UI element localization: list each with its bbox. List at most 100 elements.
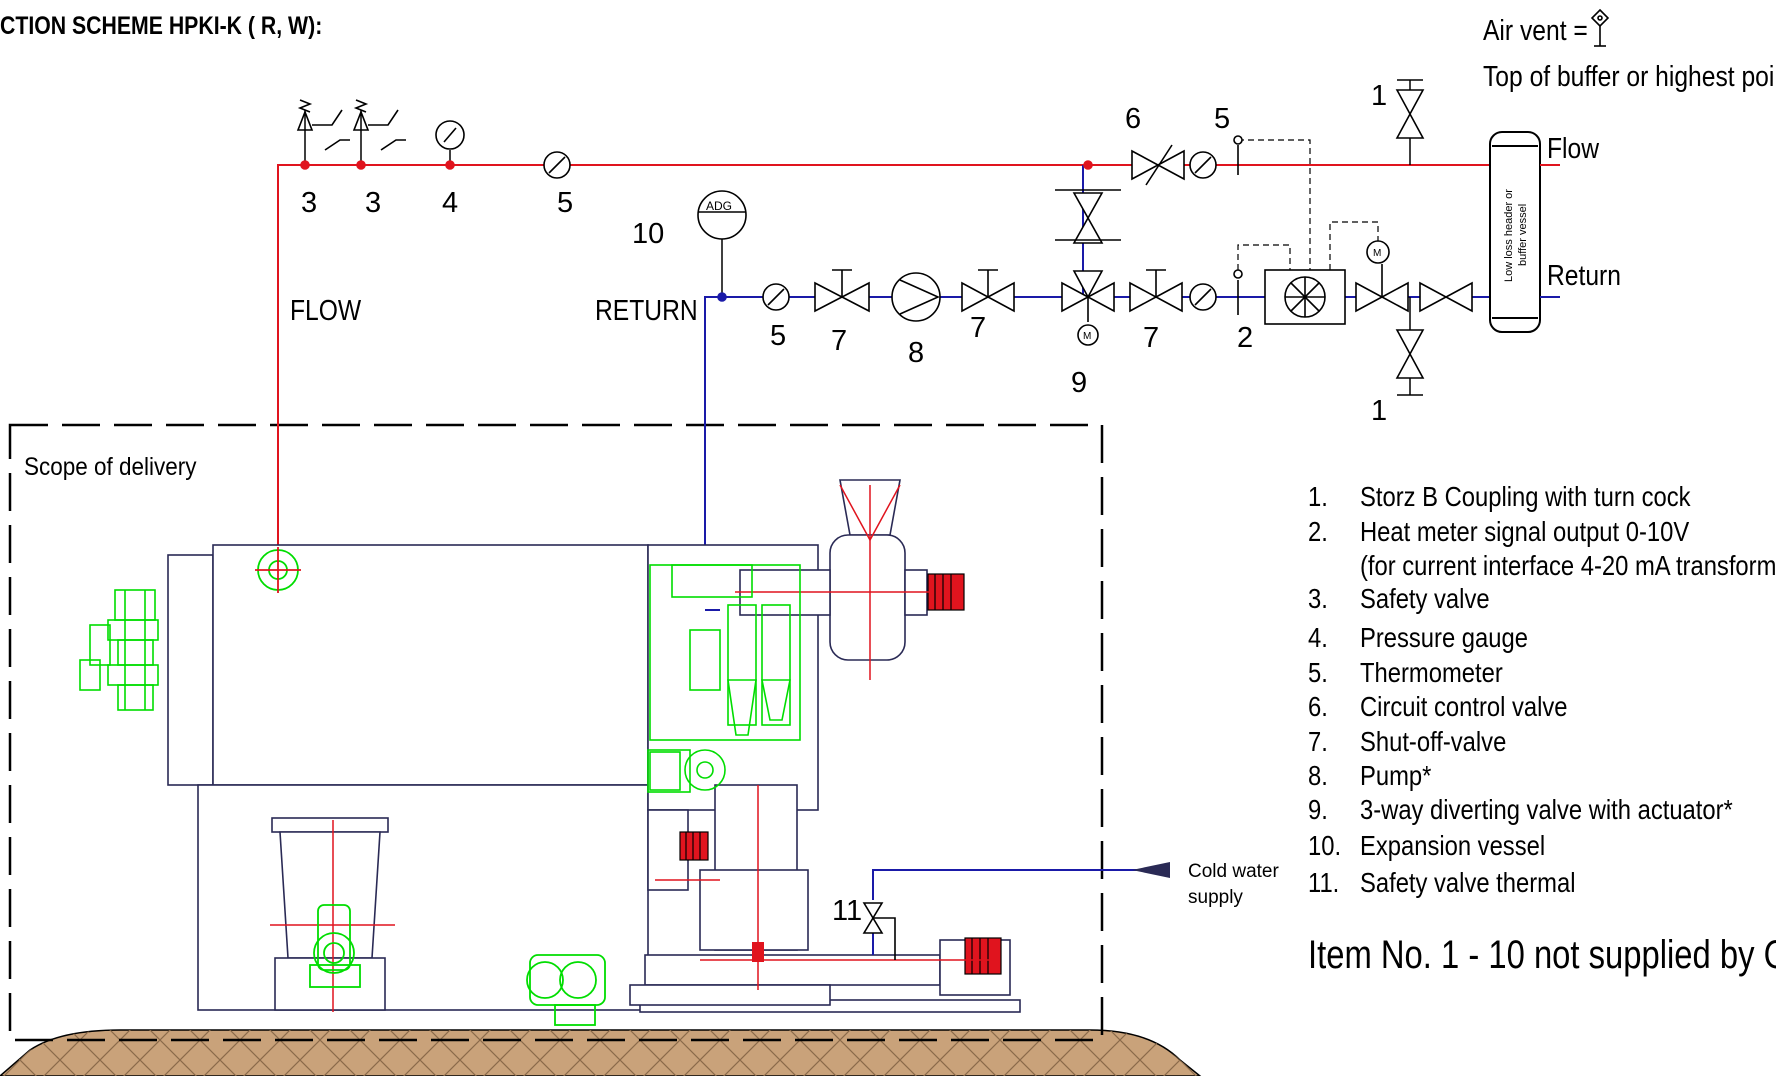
pressure-gauge-icon xyxy=(435,120,465,170)
callout-3a: 3 xyxy=(301,187,317,219)
pump-icon xyxy=(891,272,941,322)
buffer-label-line2: buffer vessel xyxy=(1517,204,1529,266)
legend-item: 8. Pump* xyxy=(1308,759,1431,791)
return-label-right: Return xyxy=(1547,259,1621,291)
legend-item: 2. Heat meter signal output 0-10V xyxy=(1308,515,1690,547)
circuit-control-valve-icon xyxy=(1131,144,1185,186)
svg-text:Heat meter signal output 0-10V: Heat meter signal output 0-10V xyxy=(1360,515,1690,547)
callout-2: 2 xyxy=(1237,322,1253,354)
svg-text:11.: 11. xyxy=(1308,866,1339,898)
callout-4: 4 xyxy=(442,187,458,219)
flow-connection-green xyxy=(255,547,301,593)
svg-text:3-way diverting valve with act: 3-way diverting valve with actuator* xyxy=(1360,793,1733,825)
callout-6: 6 xyxy=(1125,103,1141,135)
legend-item: (for current interface 4-20 mA transform… xyxy=(1360,549,1776,581)
scope-of-delivery-label: Scope of delivery xyxy=(24,453,197,481)
page-title: CTION SCHEME HPKI-K ( R, W): xyxy=(0,12,323,40)
svg-text:9.: 9. xyxy=(1308,793,1328,825)
ash-screw-green xyxy=(526,954,606,1026)
air-vent-icon xyxy=(1590,8,1610,47)
callout-3b: 3 xyxy=(365,187,381,219)
footnote: Item No. 1 - 10 not supplied by GIL xyxy=(1308,932,1776,977)
callout-8: 8 xyxy=(908,337,924,369)
callout-5b: 5 xyxy=(1214,103,1230,135)
motorised-valve-icon xyxy=(1355,264,1409,313)
svg-text:Circuit control valve: Circuit control valve xyxy=(1360,690,1568,722)
legend-item: 3. Safety valve xyxy=(1308,582,1490,614)
burner-controls-green xyxy=(79,589,159,711)
boiler-body xyxy=(167,544,1021,1013)
legend-item: 5. Thermometer xyxy=(1308,656,1503,688)
thermometer-icon xyxy=(1189,283,1217,311)
svg-text:4.: 4. xyxy=(1308,621,1328,653)
legend-item: 7. Shut-off-valve xyxy=(1308,725,1506,757)
callout-1-top: 1 xyxy=(1371,80,1387,112)
expansion-vessel-tag: ADG xyxy=(706,199,732,213)
svg-text:Safety valve thermal: Safety valve thermal xyxy=(1360,866,1575,898)
air-vent-note: Top of buffer or highest point xyxy=(1483,60,1776,92)
signal-lines xyxy=(1237,139,1379,270)
svg-text:Pump*: Pump* xyxy=(1360,759,1431,791)
svg-text:Storz B Coupling with turn coc: Storz B Coupling with turn cock xyxy=(1360,480,1691,512)
callout-7c: 7 xyxy=(1143,322,1159,354)
svg-text:Expansion vessel: Expansion vessel xyxy=(1360,829,1545,861)
three-way-diverting-valve-icon xyxy=(1061,270,1115,346)
thermometer-icon xyxy=(762,283,790,311)
buffer-vessel xyxy=(1489,131,1560,333)
svg-text:Safety valve: Safety valve xyxy=(1360,582,1490,614)
thermal-safety-valve-icon xyxy=(862,902,896,960)
safety-valve-icon xyxy=(352,99,406,170)
scope-of-delivery-boundary xyxy=(8,423,1104,1042)
cold-water-supply-line xyxy=(872,869,1170,955)
temperature-sensor-icon xyxy=(1233,135,1243,175)
motor-icon xyxy=(1366,240,1390,264)
legend-item: 9. 3-way diverting valve with actuator* xyxy=(1308,793,1733,825)
heat-meter-icon xyxy=(1233,269,1346,325)
svg-text:Pressure gauge: Pressure gauge xyxy=(1360,621,1528,653)
storz-coupling-icon xyxy=(1395,329,1425,396)
return-label: RETURN xyxy=(595,294,698,326)
heat-exchanger-green xyxy=(647,564,801,793)
svg-text:10.: 10. xyxy=(1308,829,1341,861)
svg-text:3.: 3. xyxy=(1308,582,1328,614)
legend-item: 1. Storz B Coupling with turn cock xyxy=(1308,480,1691,512)
motor-tag: M xyxy=(1373,248,1381,259)
callout-7b: 7 xyxy=(970,312,986,344)
feed-screw-green xyxy=(309,904,361,988)
fuel-hopper xyxy=(271,817,389,1011)
callout-5c: 5 xyxy=(770,320,786,352)
expansion-vessel-icon xyxy=(697,190,747,302)
legend-item: 10. Expansion vessel xyxy=(1308,829,1545,861)
svg-text:5.: 5. xyxy=(1308,656,1328,688)
svg-text:7.: 7. xyxy=(1308,725,1328,757)
fan-motor xyxy=(927,573,965,611)
flow-label: FLOW xyxy=(290,294,362,326)
callout-10: 10 xyxy=(632,218,664,250)
storz-coupling-icon xyxy=(1395,79,1425,139)
shut-off-valve-icon xyxy=(814,269,870,313)
thermometer-icon xyxy=(543,151,571,179)
safety-valve-icon xyxy=(296,99,350,170)
legend: 1. Storz B Coupling with turn cock 2. He… xyxy=(1308,480,1776,898)
air-vent-label: Air vent = xyxy=(1483,14,1588,46)
center-lines xyxy=(270,484,1000,1012)
callout-1-bottom: 1 xyxy=(1371,395,1387,427)
svg-text:(for current interface 4-20 mA: (for current interface 4-20 mA transform… xyxy=(1360,549,1776,581)
ash-motor xyxy=(679,831,709,861)
callout-7a: 7 xyxy=(831,325,847,357)
thermometer-icon xyxy=(1189,151,1217,179)
bypass-shut-off-valve-icon xyxy=(1055,160,1121,244)
shut-off-valve-icon xyxy=(961,269,1015,313)
legend-item: 4. Pressure gauge xyxy=(1308,621,1528,653)
screw-motor xyxy=(964,937,1002,975)
motor-tag: M xyxy=(1083,331,1091,342)
svg-text:Shut-off-valve: Shut-off-valve xyxy=(1360,725,1506,757)
callout-11: 11 xyxy=(832,895,862,927)
svg-text:Thermometer: Thermometer xyxy=(1360,656,1503,688)
coupling-valve-icon xyxy=(1419,281,1473,313)
callout-5a: 5 xyxy=(557,187,573,219)
svg-text:2.: 2. xyxy=(1308,515,1328,547)
svg-text:8.: 8. xyxy=(1308,759,1328,791)
cold-water-label-line2: supply xyxy=(1188,887,1243,908)
